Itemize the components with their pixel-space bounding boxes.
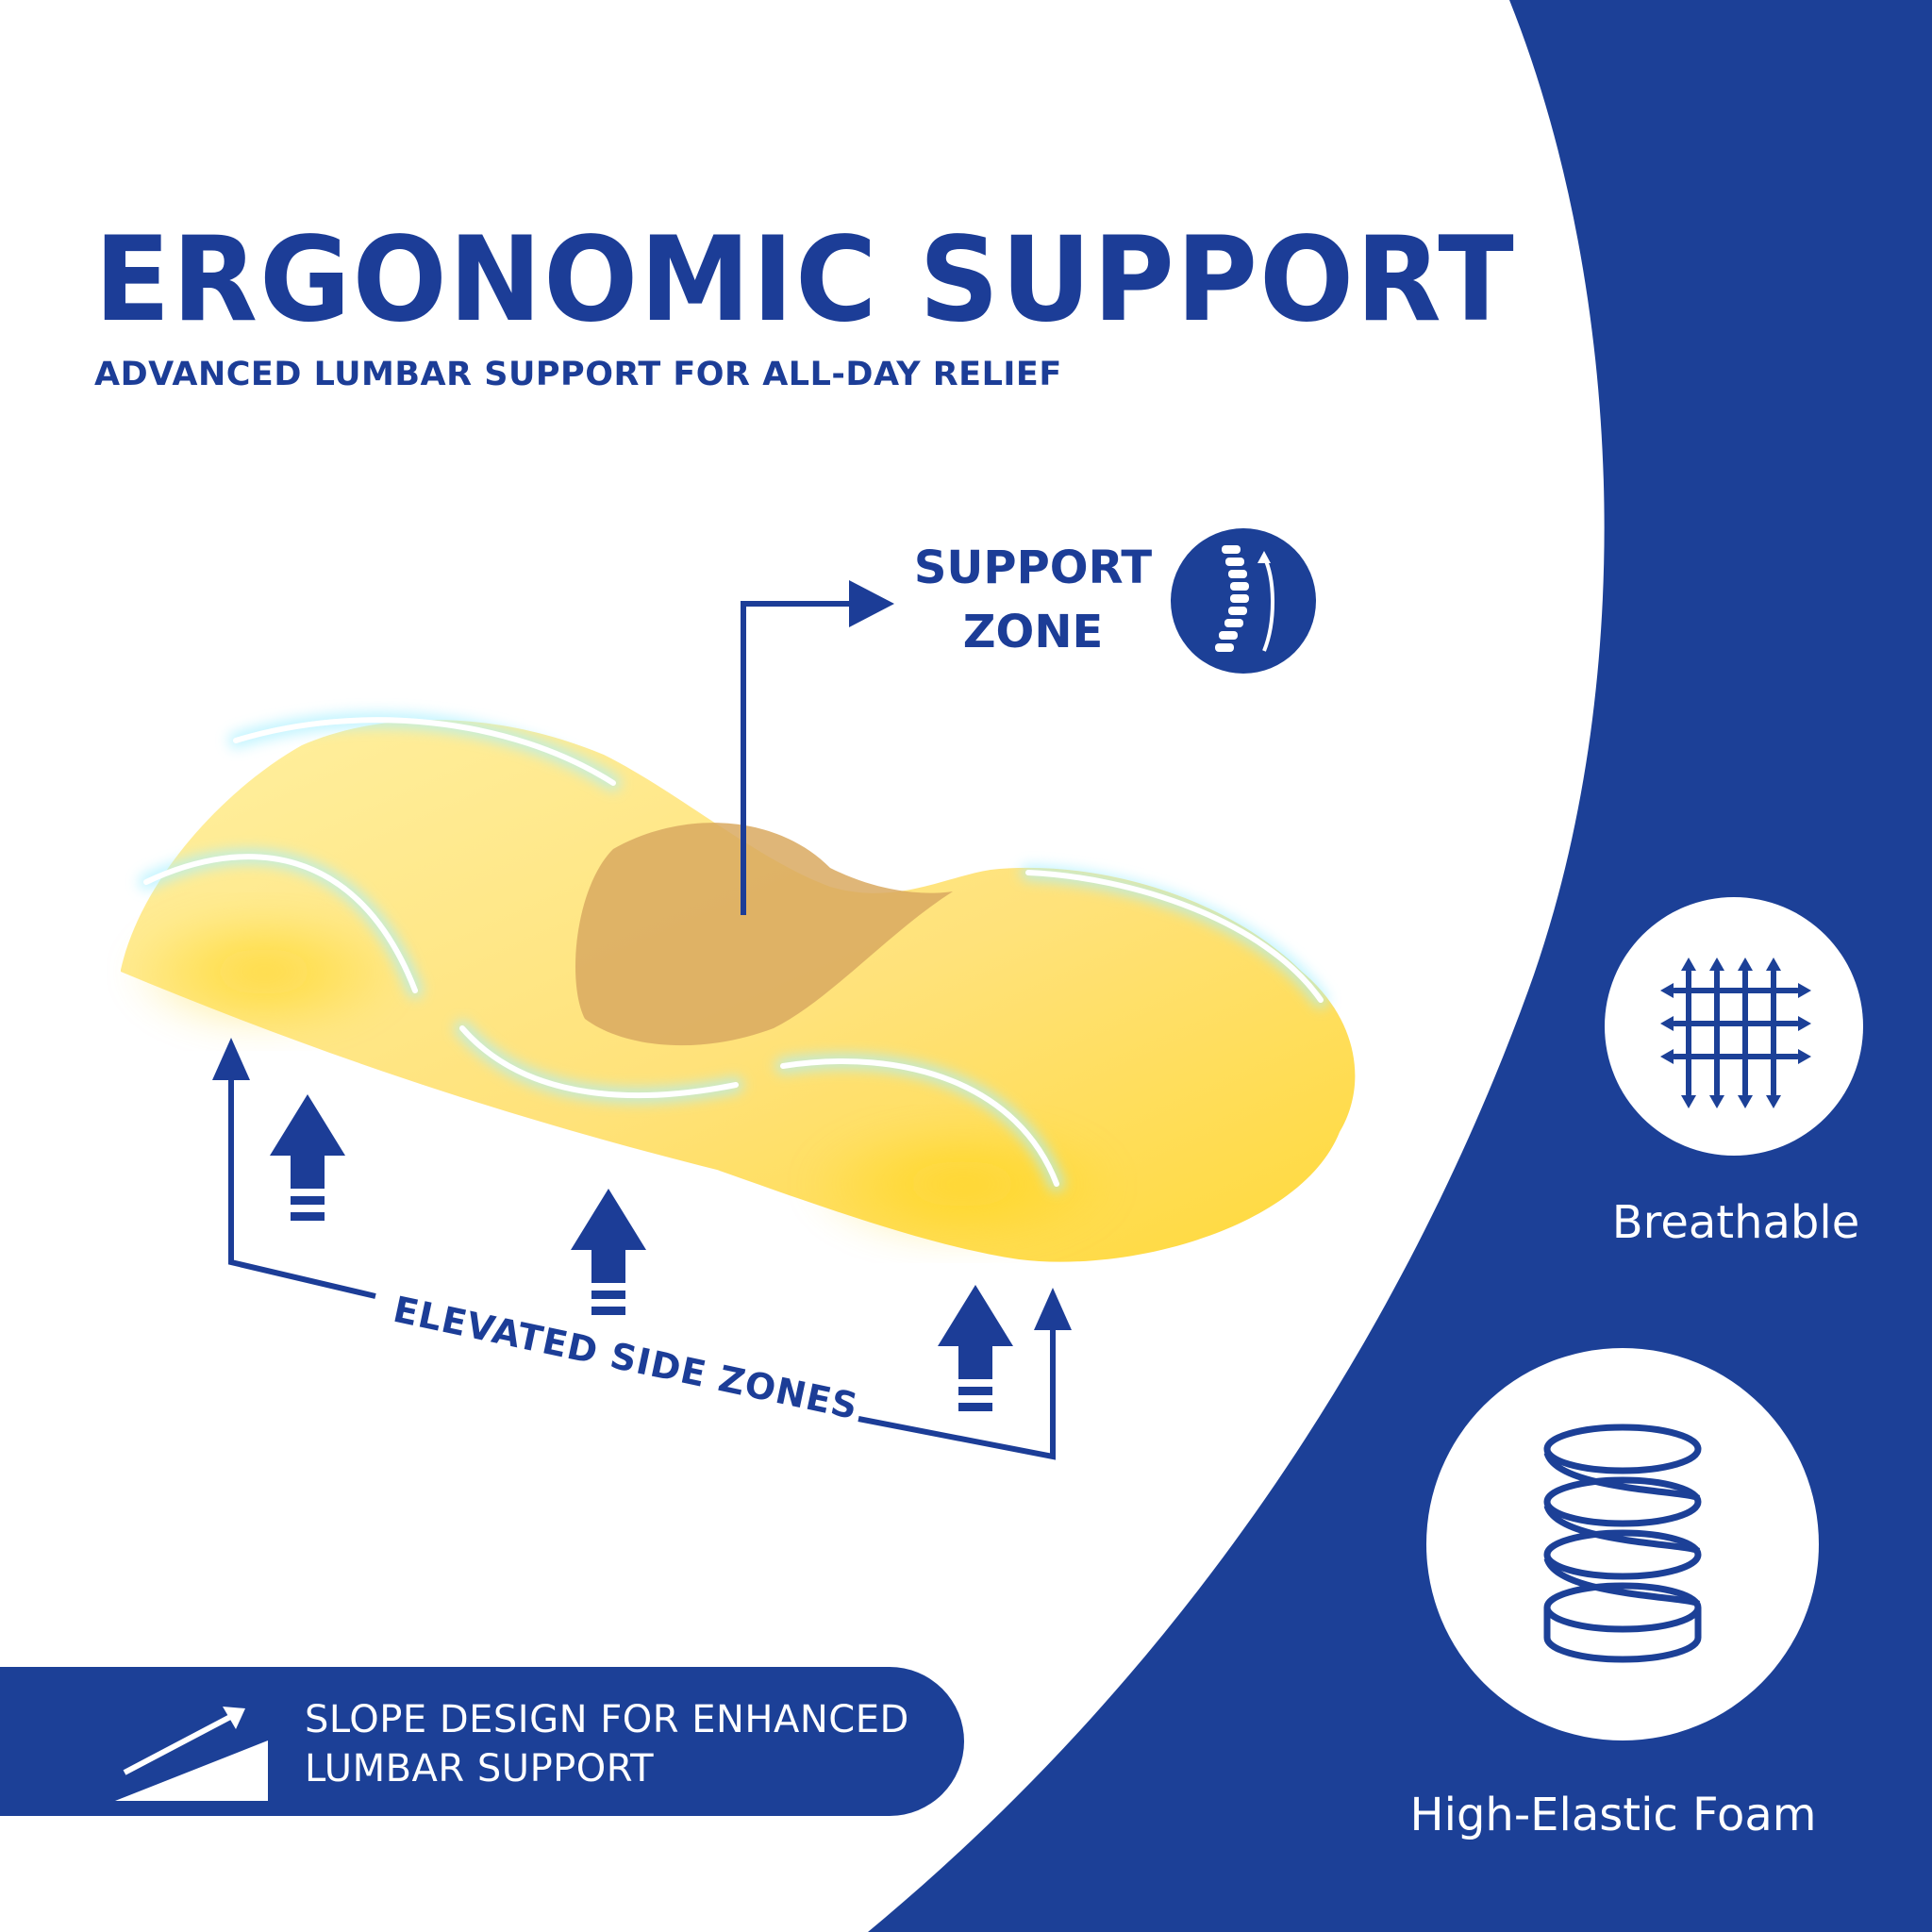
foam-feature-badge — [1426, 1348, 1819, 1740]
slope-design-line1: SLOPE DESIGN FOR ENHANCED — [305, 1698, 909, 1741]
breathable-feature-badge — [1605, 897, 1863, 1156]
support-zone-line1: SUPPORT — [913, 541, 1153, 594]
spine-icon — [1171, 528, 1316, 674]
elevated-side-zones-bracket — [228, 1066, 1056, 1460]
pillow-illustration — [121, 712, 1356, 1262]
support-zone-highlight — [575, 823, 953, 1046]
slope-arrow-icon — [115, 1707, 268, 1801]
support-zone-label: SUPPORT ZONE — [896, 536, 1170, 664]
page-subtitle: ADVANCED LUMBAR SUPPORT FOR ALL-DAY RELI… — [94, 356, 1062, 393]
support-zone-line2: ZONE — [962, 606, 1104, 658]
spring-coil-icon — [1543, 1424, 1702, 1663]
slope-design-banner — [0, 1667, 964, 1816]
support-zone-pointer — [741, 580, 894, 915]
up-arrow-icon — [270, 1094, 1013, 1411]
mesh-fabric-icon — [1672, 969, 1800, 1097]
page-title: ERGONOMIC SUPPORT — [94, 212, 1516, 348]
slope-design-line2: LUMBAR SUPPORT — [305, 1747, 655, 1790]
slope-design-text: SLOPE DESIGN FOR ENHANCED LUMBAR SUPPORT — [305, 1695, 946, 1793]
breathable-label: Breathable — [1611, 1196, 1860, 1249]
elevated-side-zones-label: ELEVATED SIDE ZONES — [390, 1289, 861, 1427]
high-elastic-foam-label: High-Elastic Foam — [1409, 1789, 1817, 1841]
